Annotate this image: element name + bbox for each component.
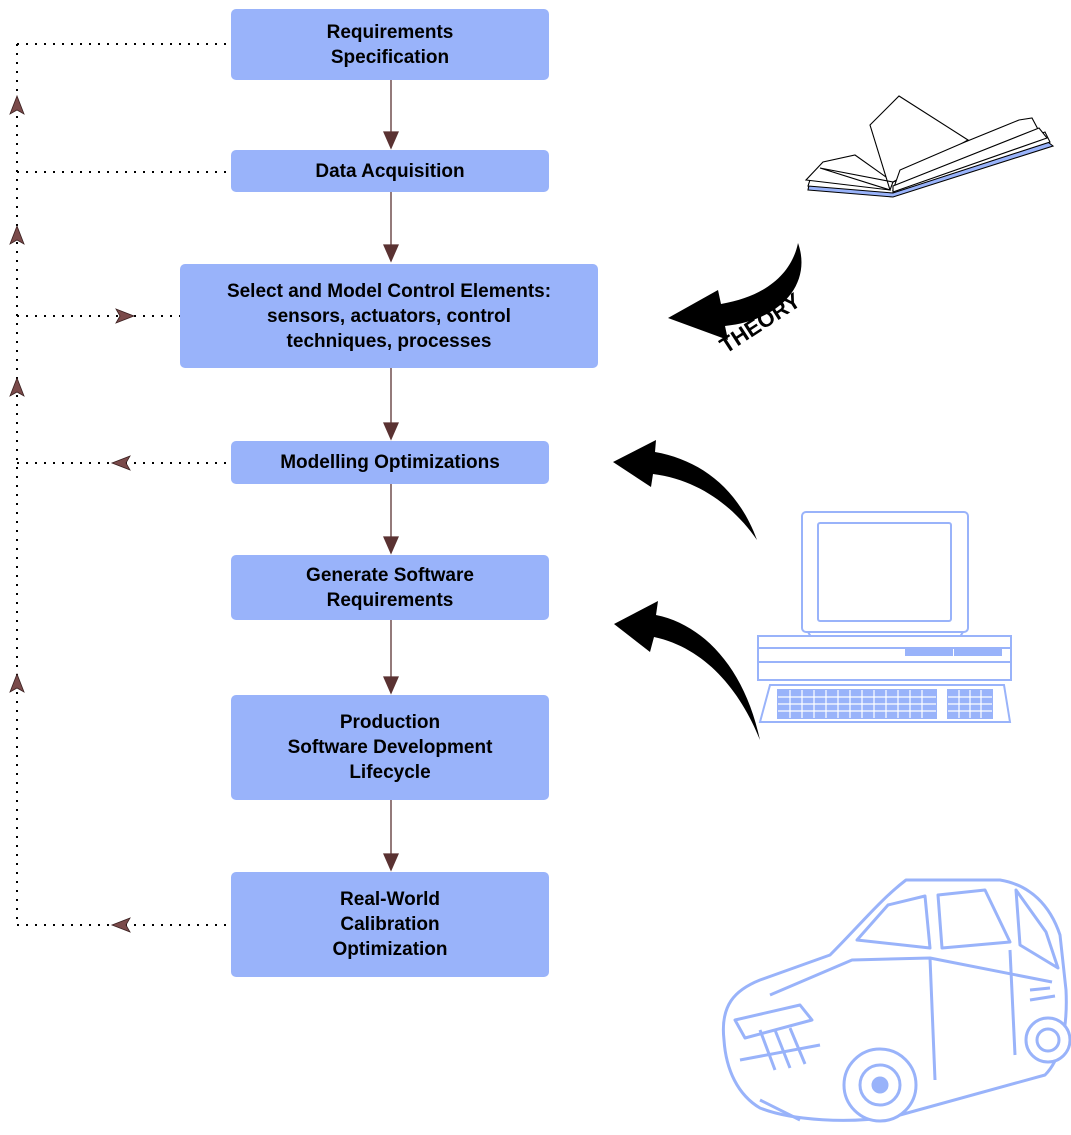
step-generate-software-requirements: Generate Software Requirements [231, 555, 549, 620]
step-label: Modelling Optimizations [280, 452, 500, 473]
theory-arrow [668, 243, 802, 340]
step-label: Select and Model Control Elements: senso… [226, 280, 552, 352]
step-label: Production Software Development Lifecycl… [287, 712, 493, 783]
computer-arrow [613, 440, 757, 540]
step-label: Real-World Calibration Optimization [332, 889, 448, 960]
computer-icon [757, 511, 1012, 723]
feedback-loop [16, 43, 232, 926]
step-modelling-optimizations: Modelling Optimizations [231, 441, 549, 484]
car-arrow [614, 601, 760, 740]
step-data-acquisition: Data Acquisition [231, 150, 549, 192]
book-icon [804, 95, 1055, 198]
car-icon [721, 878, 1071, 1123]
feedback-arrowheads [9, 94, 136, 933]
step-requirements-specification: Requirements Specification [231, 9, 549, 80]
step-production-software-development-lifecycle: Production Software Development Lifecycl… [231, 695, 549, 800]
step-label: Generate Software Requirements [306, 564, 474, 611]
step-label: Requirements Specification [326, 21, 454, 68]
step-label: Data Acquisition [315, 160, 465, 182]
flow-arrows [383, 80, 399, 872]
step-select-and-model-control-elements: Select and Model Control Elements: senso… [180, 264, 598, 368]
curved-arrows [613, 243, 802, 740]
step-real-world-calibration-optimization: Real-World Calibration Optimization [231, 872, 549, 977]
